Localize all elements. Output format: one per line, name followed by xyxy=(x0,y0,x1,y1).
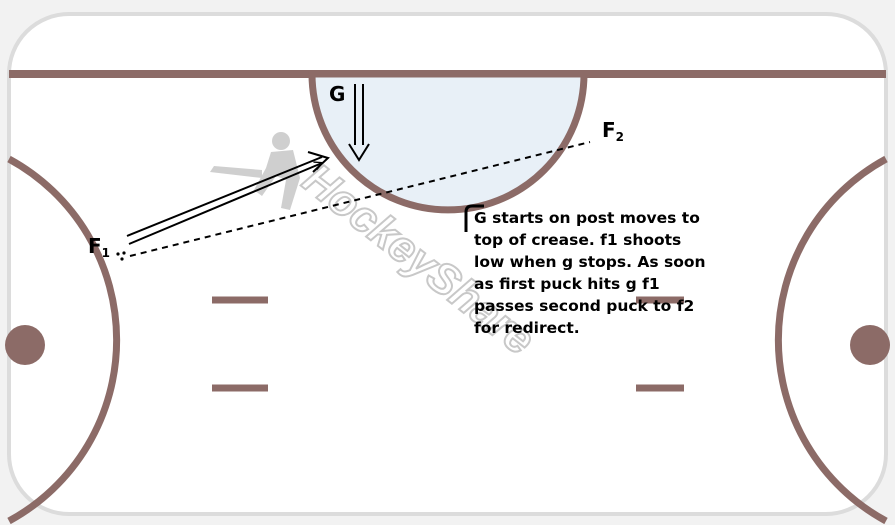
right-faceoff-dot xyxy=(850,325,890,365)
note-bracket xyxy=(464,204,484,232)
f2-letter: F xyxy=(602,118,616,142)
goalie-arrow-head xyxy=(348,143,370,162)
left-faceoff-dot xyxy=(5,325,45,365)
right-faceoff-circle xyxy=(774,155,888,525)
f1-letter: F xyxy=(88,234,102,258)
f1-subscript: 1 xyxy=(101,246,111,260)
drill-note: G starts on post moves to top of crease.… xyxy=(474,209,706,337)
pass-path-dashed xyxy=(129,141,591,257)
goalie-letter: G xyxy=(329,82,346,106)
goal-crease xyxy=(308,70,588,214)
goalie-label: G xyxy=(329,82,345,106)
f2-label: F2 xyxy=(602,118,624,144)
left-faceoff-circle xyxy=(7,155,121,525)
hockey-player-icon xyxy=(210,132,300,210)
shot-path-line-a xyxy=(126,156,323,237)
shot-path-line-b xyxy=(128,163,322,245)
f1-label: F1 xyxy=(88,234,110,260)
f1-dots xyxy=(116,251,126,261)
f2-subscript: 2 xyxy=(615,130,625,144)
shot-arrow-head xyxy=(307,151,330,173)
